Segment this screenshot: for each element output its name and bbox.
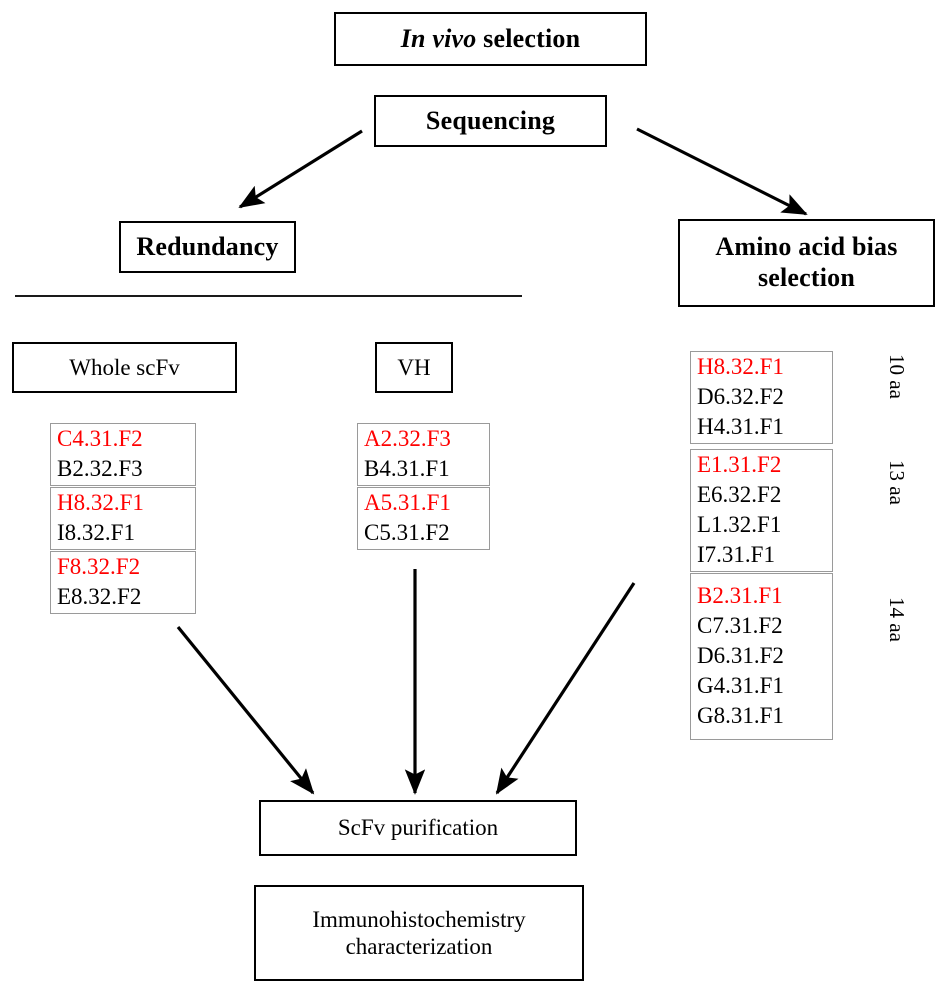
clone-item: C4.31.F2: [57, 425, 143, 451]
clone-item: C5.31.F2: [364, 520, 450, 545]
node-whole-scfv[interactable]: Whole scFv: [12, 342, 237, 393]
clone-item: H8.32.F1: [57, 489, 144, 515]
node-redundancy-label: Redundancy: [136, 232, 279, 261]
aa-length-label-13aa: 13 aa: [885, 460, 909, 505]
aa-length-label-14aa: 14 aa: [885, 597, 909, 642]
node-ihc-characterization[interactable]: Immunohistochemistry characterization: [254, 885, 584, 981]
node-scfv-purification[interactable]: ScFv purification: [259, 800, 577, 856]
node-amino-acid-bias-selection[interactable]: Amino acid bias selection: [678, 219, 935, 307]
clone-group-vh-2[interactable]: A5.31.F1 C5.31.F2: [357, 487, 490, 550]
clone-item: B2.32.F3: [57, 456, 143, 481]
node-ihc-line2: characterization: [345, 934, 493, 959]
arrow-sequencing-to-amino-acid-bias: [636, 127, 808, 216]
clone-item: I8.32.F1: [57, 520, 135, 545]
clone-item: B2.31.F1: [697, 582, 783, 608]
clone-item: A2.32.F3: [364, 425, 451, 451]
node-in-vivo-selection[interactable]: In vivo selection: [334, 12, 647, 66]
clone-item: H8.32.F1: [697, 353, 784, 379]
node-amino-acid-bias-line2: selection: [757, 263, 856, 292]
clone-item: E6.32.F2: [697, 481, 782, 507]
arrow-whole-scfv-to-purification: [176, 625, 315, 795]
node-vh-label: VH: [397, 354, 431, 380]
clone-item: G4.31.F1: [697, 673, 784, 699]
clone-item: F8.32.F2: [57, 553, 141, 579]
node-redundancy[interactable]: Redundancy: [119, 221, 296, 273]
arrow-sequencing-to-redundancy: [238, 129, 363, 209]
selection-rest: selection: [476, 24, 581, 53]
clone-group-vh-1[interactable]: A2.32.F3 B4.31.F1: [357, 423, 490, 486]
node-sequencing-label: Sequencing: [425, 106, 556, 135]
node-amino-acid-bias-line1: Amino acid bias: [715, 232, 898, 262]
node-ihc-line1: Immunohistochemistry: [312, 906, 526, 932]
aa-length-label-10aa: 10 aa: [885, 354, 909, 399]
clone-item: D6.31.F2: [697, 642, 784, 668]
node-sequencing[interactable]: Sequencing: [374, 95, 607, 147]
clone-group-whole-scfv-1[interactable]: C4.31.F2 B2.32.F3: [50, 423, 196, 486]
clone-item: C7.31.F2: [697, 612, 783, 638]
clone-group-whole-scfv-2[interactable]: H8.32.F1 I8.32.F1: [50, 487, 196, 550]
clone-group-whole-scfv-3[interactable]: F8.32.F2 E8.32.F2: [50, 551, 196, 614]
node-in-vivo-selection-label: In vivo selection: [401, 24, 581, 54]
clone-group-amino-acid-14aa[interactable]: B2.31.F1 C7.31.F2 D6.31.F2 G4.31.F1 G8.3…: [690, 573, 833, 740]
clone-item: I7.31.F1: [697, 542, 775, 568]
clone-item: E8.32.F2: [57, 584, 142, 609]
in-vivo-italic: In vivo: [400, 24, 477, 53]
redundancy-divider: [15, 295, 522, 297]
node-whole-scfv-label: Whole scFv: [69, 354, 180, 380]
clone-item: G8.31.F1: [697, 703, 784, 729]
clone-item: L1.32.F1: [697, 512, 782, 537]
clone-item: B4.31.F1: [364, 456, 450, 481]
clone-item: H4.31.F1: [697, 414, 784, 440]
clone-item: A5.31.F1: [364, 489, 451, 515]
node-vh[interactable]: VH: [375, 342, 453, 393]
arrow-amino-acid-bias-to-purification: [495, 582, 636, 795]
node-scfv-purification-label: ScFv purification: [337, 815, 499, 840]
clone-group-amino-acid-13aa[interactable]: E1.31.F2 E6.32.F2 L1.32.F1 I7.31.F1: [690, 449, 833, 572]
clone-item: D6.32.F2: [697, 383, 784, 409]
clone-item: E1.31.F2: [697, 451, 782, 477]
clone-group-amino-acid-10aa[interactable]: H8.32.F1 D6.32.F2 H4.31.F1: [690, 351, 833, 444]
